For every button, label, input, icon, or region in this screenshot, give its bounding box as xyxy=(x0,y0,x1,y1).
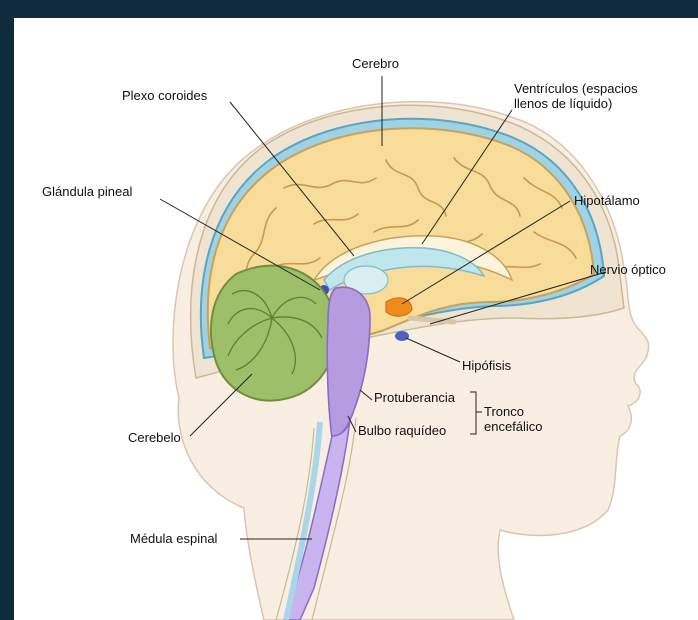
diagram-canvas: Cerebro Plexo coroides Ventrículos (espa… xyxy=(14,18,698,620)
label-hipofisis: Hipófisis xyxy=(462,358,511,373)
label-cerebelo: Cerebelo xyxy=(128,430,181,445)
label-cerebro: Cerebro xyxy=(352,56,399,71)
label-medula-espinal: Médula espinal xyxy=(130,531,217,546)
label-glandula-pineal: Glándula pineal xyxy=(42,184,132,199)
label-protuberancia: Protuberancia xyxy=(374,390,455,405)
label-ventriculos: Ventrículos (espacios llenos de líquido) xyxy=(514,81,638,111)
label-nervio-optico: Nervio óptico xyxy=(590,262,666,277)
label-hipotalamo: Hipotálamo xyxy=(574,193,640,208)
pituitary-shape xyxy=(395,331,409,341)
cerebellum xyxy=(211,266,336,401)
label-tronco-encefalico: Tronco encefálico xyxy=(484,404,543,434)
label-plexo-coroides: Plexo coroides xyxy=(122,88,207,103)
label-bulbo-raquideo: Bulbo raquídeo xyxy=(358,423,446,438)
